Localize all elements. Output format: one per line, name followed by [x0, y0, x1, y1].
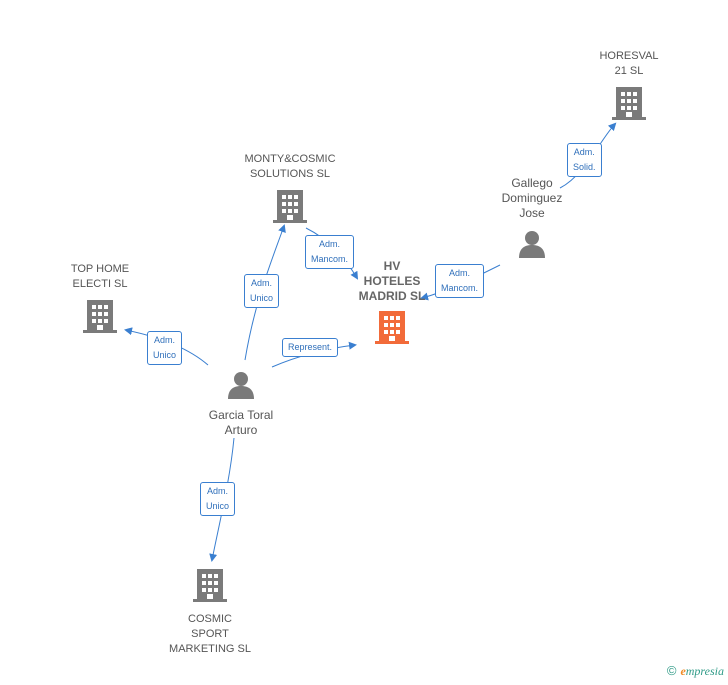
company-node-cosmic-sport[interactable]: COSMIC SPORT MARKETING SL: [155, 567, 265, 657]
brand-name: mpresia: [685, 664, 724, 678]
building-icon: [193, 569, 227, 602]
person-icon: [519, 231, 545, 258]
person-node-gallego[interactable]: Gallego Dominguez Jose: [487, 176, 577, 264]
company-node-top-home[interactable]: TOP HOME ELECTI SL: [50, 262, 150, 339]
company-label: HORESVAL 21 SL: [599, 50, 659, 77]
brand-logo: ©empresia: [667, 663, 724, 679]
edge-label-adm-mancom[interactable]: Adm. Mancom.: [305, 235, 355, 269]
building-icon: [612, 87, 646, 120]
company-node-hv-hoteles[interactable]: HV HOTELES MADRID SL: [340, 259, 444, 350]
person-icon: [228, 372, 254, 399]
company-label: MONTY&COSMIC SOLUTIONS SL: [244, 153, 336, 180]
company-label: COSMIC SPORT MARKETING SL: [169, 613, 251, 655]
edge-label-adm-unico[interactable]: Adm. Unico: [200, 482, 236, 516]
edge-label-adm-unico[interactable]: Adm. Unico: [244, 274, 280, 308]
person-label: Gallego Dominguez Jose: [501, 176, 563, 220]
edge-label-represent[interactable]: Represent.: [282, 338, 339, 357]
edge-label-adm-unico[interactable]: Adm. Unico: [147, 331, 183, 365]
building-icon-main: [375, 311, 409, 344]
company-label: HV HOTELES MADRID SL: [358, 259, 426, 303]
brand-initial: e: [680, 664, 686, 678]
company-label: TOP HOME ELECTI SL: [70, 263, 130, 290]
person-node-garcia[interactable]: Garcia Toral Arturo: [191, 370, 291, 438]
person-label: Garcia Toral Arturo: [208, 408, 274, 437]
company-node-monty-cosmic[interactable]: MONTY&COSMIC SOLUTIONS SL: [230, 152, 350, 229]
copyright-icon: ©: [666, 663, 677, 678]
building-icon: [273, 190, 307, 223]
company-node-horesval[interactable]: HORESVAL 21 SL: [580, 49, 678, 126]
building-icon: [83, 300, 117, 333]
edge-label-adm-solid[interactable]: Adm. Solid.: [567, 143, 602, 177]
edge-label-adm-mancom[interactable]: Adm. Mancom.: [435, 264, 485, 298]
